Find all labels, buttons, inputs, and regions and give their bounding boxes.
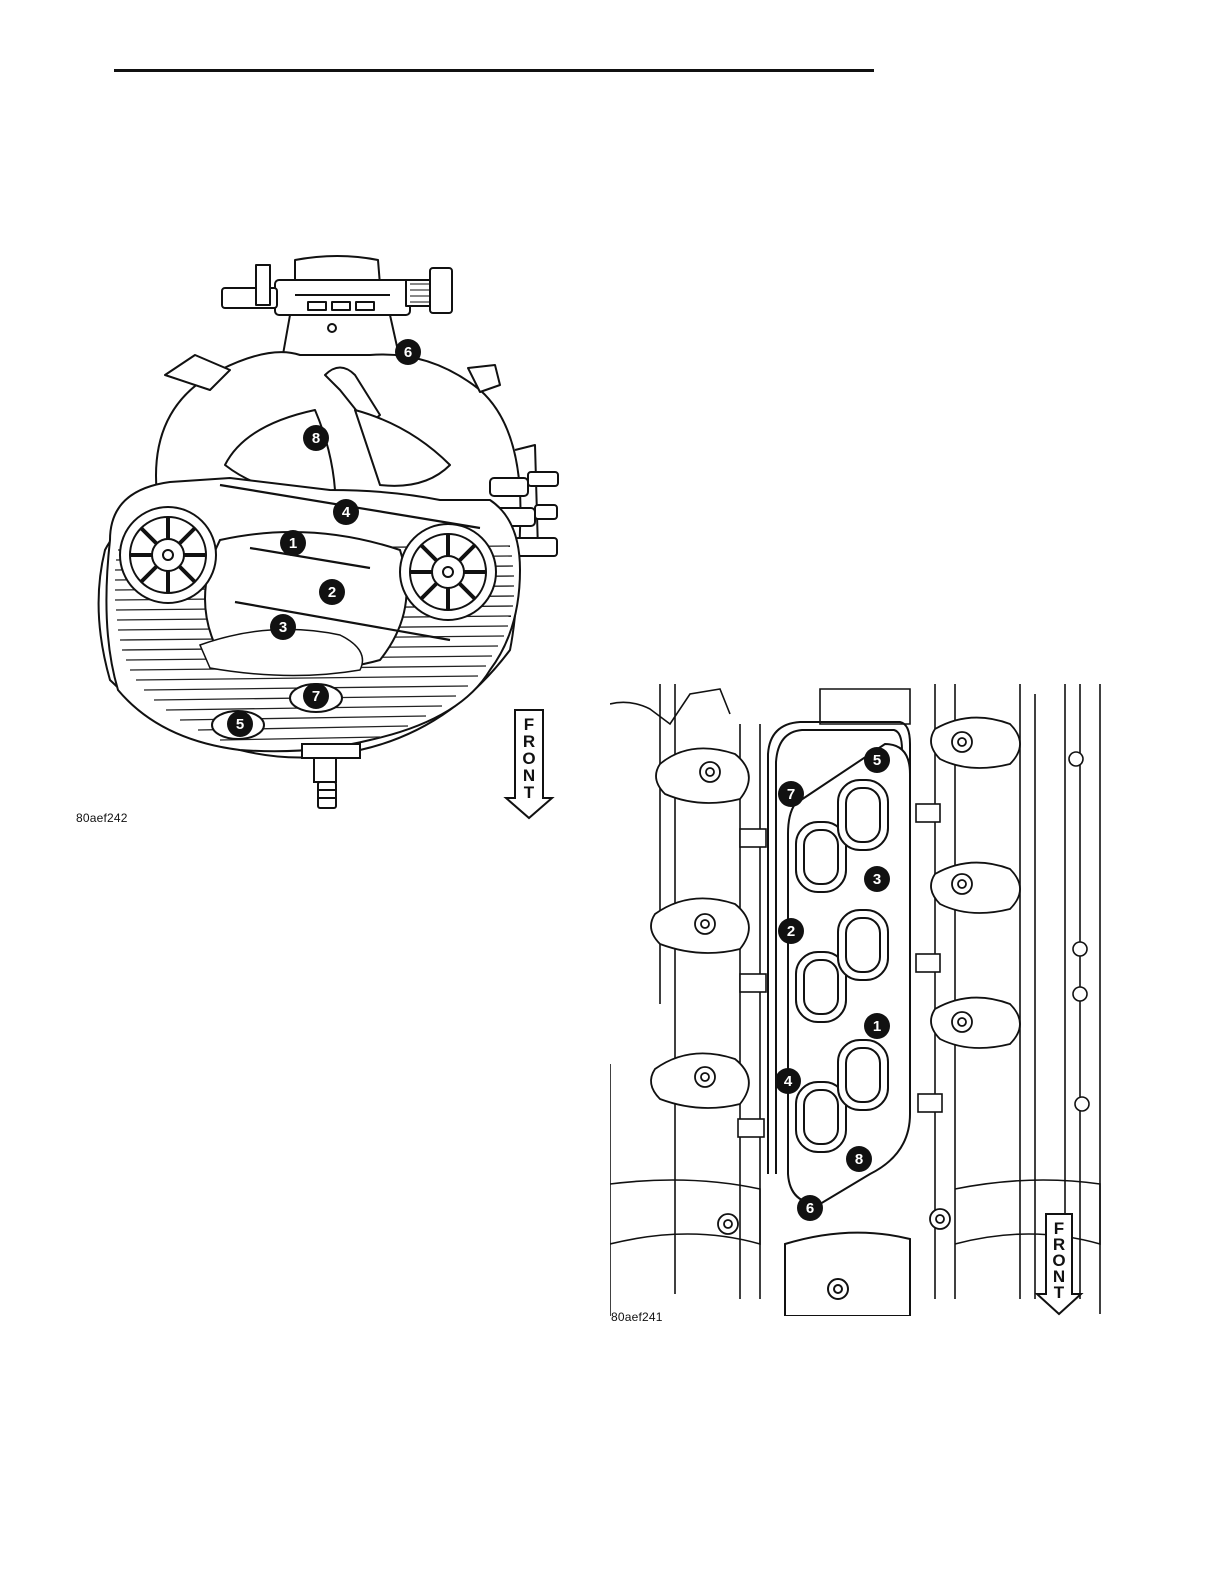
callout-5: 5 xyxy=(227,711,253,737)
svg-text:4: 4 xyxy=(342,504,351,521)
callout-6: 6 xyxy=(395,339,421,365)
svg-text:3: 3 xyxy=(279,619,287,636)
callout-3: 3 xyxy=(864,866,890,892)
svg-text:T: T xyxy=(1054,1283,1065,1302)
callout-2: 2 xyxy=(319,579,345,605)
figure-upper-intake-manifold: 1 2 3 4 5 6 7 8 F R O N T xyxy=(70,250,570,830)
figure-code-lower: 80aef241 xyxy=(611,1310,663,1324)
lower-manifold-illustration: 1 2 3 4 5 6 7 8 F R O N T xyxy=(610,684,1110,1316)
right-resonator-wheel xyxy=(400,524,496,620)
svg-text:6: 6 xyxy=(404,344,412,361)
svg-text:5: 5 xyxy=(873,752,881,769)
callout-1: 1 xyxy=(280,530,306,556)
svg-text:5: 5 xyxy=(236,716,244,733)
svg-text:8: 8 xyxy=(855,1151,863,1168)
callout-7: 7 xyxy=(303,683,329,709)
figure-lower-intake-manifold: 1 2 3 4 5 6 7 8 F R O N T xyxy=(610,684,1110,1316)
callout-7: 7 xyxy=(778,781,804,807)
callout-3: 3 xyxy=(270,614,296,640)
callout-8: 8 xyxy=(303,425,329,451)
callout-1: 1 xyxy=(864,1013,890,1039)
callout-4: 4 xyxy=(333,499,359,525)
svg-text:8: 8 xyxy=(312,430,320,447)
svg-text:T: T xyxy=(524,783,535,802)
header-rule xyxy=(114,69,874,72)
upper-manifold-illustration: 1 2 3 4 5 6 7 8 F R O N T xyxy=(70,250,570,830)
callout-8: 8 xyxy=(846,1146,872,1172)
callout-4: 4 xyxy=(775,1068,801,1094)
front-direction-arrow: F R O N T xyxy=(506,710,552,818)
svg-text:4: 4 xyxy=(784,1073,793,1090)
callout-6: 6 xyxy=(797,1195,823,1221)
svg-text:6: 6 xyxy=(806,1200,814,1217)
callout-2: 2 xyxy=(778,918,804,944)
svg-text:7: 7 xyxy=(787,786,795,803)
svg-text:3: 3 xyxy=(873,871,881,888)
svg-text:7: 7 xyxy=(312,688,320,705)
front-direction-arrow: F R O N T xyxy=(1037,1214,1081,1314)
callout-5: 5 xyxy=(864,747,890,773)
intake-ports xyxy=(796,780,888,1152)
svg-text:2: 2 xyxy=(328,584,336,601)
figure-code-upper: 80aef242 xyxy=(76,811,128,825)
svg-text:2: 2 xyxy=(787,923,795,940)
svg-text:1: 1 xyxy=(289,535,297,552)
svg-text:1: 1 xyxy=(873,1018,881,1035)
left-resonator-wheel xyxy=(120,507,216,603)
